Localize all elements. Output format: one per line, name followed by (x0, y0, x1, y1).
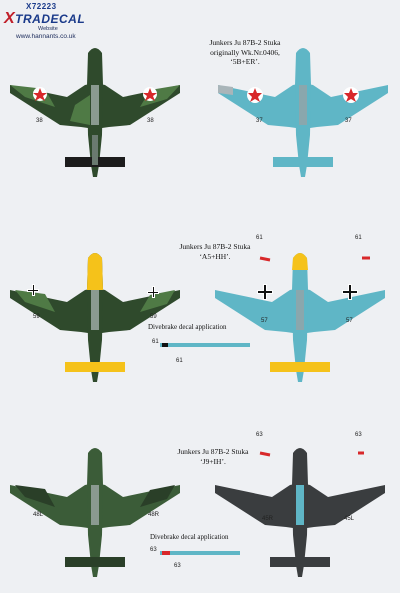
scheme-1-title-line: Junkers Ju 87B-2 Stuka (209, 38, 281, 47)
scheme-1-title-line: ‘5B+ER’. (230, 57, 260, 66)
code-label: 38 (36, 118, 43, 124)
scheme-3-title: Junkers Ju 87B-2 Stuka ‘J9+IH’. (128, 447, 298, 466)
brand-logo-x: X (4, 10, 16, 27)
scheme-3-title-line: Junkers Ju 87B-2 Stuka (177, 447, 249, 456)
scheme-3-divebrake-decal (160, 551, 240, 555)
code-label: 48L (33, 512, 44, 518)
scheme-2-title: Junkers Ju 87B-2 Stuka ‘A5+HH’. (130, 242, 300, 261)
code-label: 61 (355, 235, 362, 241)
brand-logo-block: X72223 XTRADECAL Website www.hannants.co… (4, 2, 124, 44)
brand-logo: XTRADECAL (4, 10, 85, 28)
code-label: 63 (355, 432, 362, 438)
scheme-3-lower-view (215, 448, 385, 577)
scheme-3-title-line: ‘J9+IH’. (200, 456, 226, 466)
scheme-3-upper-view (10, 448, 180, 577)
code-label: 48R (148, 512, 160, 518)
code-label: 61 (176, 358, 183, 364)
brand-website-label: Website (38, 26, 58, 32)
scheme-2-title-line: ‘A5+HH’. (199, 251, 231, 261)
scheme-2-upper-view (10, 253, 180, 382)
code-label: 38 (147, 118, 154, 124)
scheme-2-title-line: Junkers Ju 87B-2 Stuka (179, 242, 251, 251)
scheme-1-title: Junkers Ju 87B-2 Stuka originally Wk.Nr.… (160, 38, 330, 67)
code-label: 63 (174, 563, 181, 569)
product-code: X72223 (26, 2, 57, 11)
code-label: 61 (152, 339, 159, 345)
code-label: 59 (150, 314, 157, 320)
scheme-2-divebrake-decal (160, 343, 250, 347)
code-label: 63 (150, 547, 157, 553)
code-label: 59 (33, 314, 40, 320)
code-label: 37 (256, 118, 263, 124)
code-label: 45R (262, 516, 274, 522)
scheme-1-lower-view (218, 48, 388, 177)
code-label: 57 (346, 318, 353, 324)
scheme-1-upper-view (10, 48, 180, 177)
scheme-1-title-line: originally Wk.Nr.0406, (210, 47, 280, 57)
code-label: 37 (345, 118, 352, 124)
scheme-3-divebrake-label: Divebrake decal application (150, 533, 229, 541)
scheme-2-divebrake-label: Divebrake decal application (148, 323, 227, 331)
code-label: 63 (256, 432, 263, 438)
scheme-2-lower-view (215, 253, 385, 382)
code-label: 61 (256, 235, 263, 241)
code-label: 57 (261, 318, 268, 324)
brand-url: www.hannants.co.uk (16, 33, 76, 40)
code-label: 45L (344, 516, 355, 522)
brand-logo-text: TRADECAL (15, 12, 86, 26)
